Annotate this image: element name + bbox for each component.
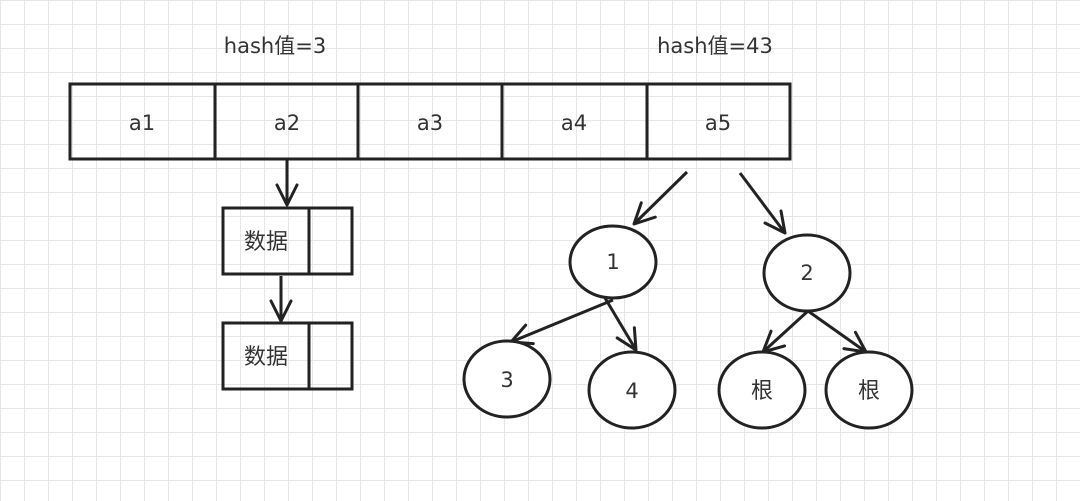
arrow-node-1-to-node-4 xyxy=(603,297,638,352)
array-cell-label: a4 xyxy=(561,111,587,135)
tree-leaf-right: 根 xyxy=(824,350,914,430)
tree-node-label: 4 xyxy=(625,379,638,403)
tree-node-2: 2 xyxy=(762,233,852,313)
array-cell-label: a2 xyxy=(274,111,300,135)
linked-node-2: 数据 xyxy=(221,321,354,391)
arrow-a5-to-node-1 xyxy=(632,170,689,226)
tree-node-label: 1 xyxy=(606,250,619,274)
tree-leaf-left: 根 xyxy=(717,350,807,430)
tree-node-label: 3 xyxy=(500,368,513,392)
array-cell-label: a1 xyxy=(129,111,155,135)
arrow-node-2-to-leaf-right xyxy=(807,309,868,354)
tree-node-3: 3 xyxy=(462,339,552,419)
array-cell-a5 xyxy=(645,82,792,161)
hash-label-a2: hash值=3 xyxy=(224,34,326,58)
tree-node-label: 2 xyxy=(800,261,813,285)
linked-node-label: 数据 xyxy=(244,230,288,255)
tree-node-label: 根 xyxy=(751,379,773,404)
linked-node-label: 数据 xyxy=(244,345,288,370)
tree: 1 2 3 4 根 根 xyxy=(462,170,914,430)
tree-node-label: 根 xyxy=(858,379,880,404)
arrow-node-2-to-leaf-left xyxy=(761,309,810,354)
hash-label-a5: hash值=43 xyxy=(657,34,773,58)
arrow-node-1-to-node-3 xyxy=(509,298,614,346)
arrow-a5-to-node-2 xyxy=(738,172,787,235)
linked-list: 数据 数据 xyxy=(221,160,354,391)
array-cell-label: a5 xyxy=(705,111,731,135)
tree-node-1: 1 xyxy=(568,224,658,300)
tree-node-4: 4 xyxy=(587,350,677,430)
hash-array: a1 a2 a3 a4 a5 xyxy=(68,82,792,161)
linked-node-1: 数据 xyxy=(221,206,354,276)
array-cell-label: a3 xyxy=(417,111,443,135)
